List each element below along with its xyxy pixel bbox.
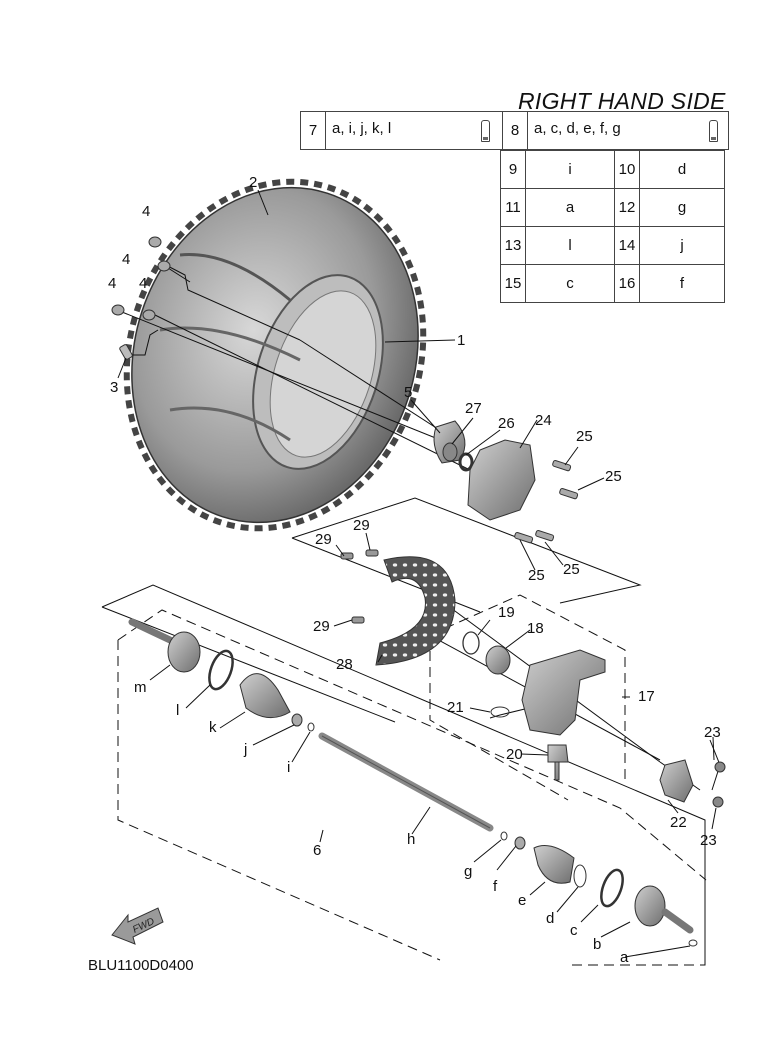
callout-21: 21 xyxy=(447,699,464,716)
callout-22: 22 xyxy=(670,814,687,831)
valve-3 xyxy=(119,344,133,360)
callout-f: f xyxy=(493,878,498,895)
callout-20: 20 xyxy=(506,746,523,763)
callout-25: 25 xyxy=(605,468,622,485)
kit-part: f xyxy=(639,264,725,303)
callout-23: 23 xyxy=(700,832,717,849)
ref-7: 7 xyxy=(300,111,326,150)
part-23b xyxy=(712,796,724,808)
callout-17: 17 xyxy=(638,688,655,705)
kit-part: i xyxy=(525,150,615,189)
kit-part: c xyxy=(525,264,615,303)
part-23a xyxy=(714,761,726,773)
part-18-bearing xyxy=(485,645,511,675)
callout-b: b xyxy=(593,936,602,953)
kit-row: 15 c 16 f xyxy=(500,264,725,303)
part-21-clip xyxy=(490,706,510,718)
part-26 xyxy=(458,452,474,472)
callout-23: 23 xyxy=(704,724,721,741)
ref-7-parts: a, i, j, k, l xyxy=(325,111,503,150)
callout-25: 25 xyxy=(563,561,580,578)
diagram-code: BLU1100D0400 xyxy=(88,957,194,974)
callout-e: e xyxy=(518,892,527,909)
callout-28: 28 xyxy=(336,656,353,673)
callout-4: 4 xyxy=(108,275,117,292)
kit-ref: 14 xyxy=(614,226,640,265)
callout-29: 29 xyxy=(353,517,370,534)
callout-a: a xyxy=(620,949,629,966)
kit-ref: 16 xyxy=(614,264,640,303)
studs-4 xyxy=(111,236,171,321)
callout-29: 29 xyxy=(315,531,332,548)
bolts-25 xyxy=(514,460,579,544)
callout-l: l xyxy=(176,702,180,719)
kit-table: 9 i 10 d 11 a 12 g 13 l 14 j 15 c 16 f xyxy=(500,150,725,303)
part-19-ring xyxy=(462,631,480,655)
callout-18: 18 xyxy=(527,620,544,637)
kit-part: g xyxy=(639,188,725,227)
kit-ref: 9 xyxy=(500,150,526,189)
lubricant-table: 7 a, i, j, k, l 8 a, c, d, e, f, g xyxy=(300,111,729,150)
callout-d: d xyxy=(546,910,555,927)
callout-5: 5 xyxy=(404,384,413,401)
callout-3: 3 xyxy=(110,379,119,396)
callout-4: 4 xyxy=(139,275,148,292)
grease-tube-icon xyxy=(709,119,718,142)
callout-g: g xyxy=(464,863,473,880)
part-22-cap xyxy=(659,759,694,803)
callout-c: c xyxy=(570,922,578,939)
diagram-title: RIGHT HAND SIDE xyxy=(518,88,726,114)
callout-4: 4 xyxy=(122,251,131,268)
callout-j: j xyxy=(244,741,248,758)
leader-lines xyxy=(117,189,717,958)
kit-ref: 15 xyxy=(500,264,526,303)
part-17-knuckle xyxy=(521,649,606,736)
callout-26: 26 xyxy=(498,415,515,432)
callout-25: 25 xyxy=(528,567,545,584)
callout-4: 4 xyxy=(142,203,151,220)
callout-24: 24 xyxy=(535,412,552,429)
callout-6: 6 xyxy=(313,842,322,859)
callout-2: 2 xyxy=(249,174,258,191)
kit-ref: 11 xyxy=(500,188,526,227)
callout-25: 25 xyxy=(576,428,593,445)
callout-h: h xyxy=(407,831,416,848)
ref-8: 8 xyxy=(502,111,528,150)
kit-part: d xyxy=(639,150,725,189)
kit-part: a xyxy=(525,188,615,227)
callout-27: 27 xyxy=(465,400,482,417)
callout-19: 19 xyxy=(498,604,515,621)
part-27 xyxy=(442,442,458,462)
callout-k: k xyxy=(209,719,217,736)
callout-m: m xyxy=(134,679,147,696)
kit-ref: 12 xyxy=(614,188,640,227)
callout-i: i xyxy=(287,759,291,776)
tire-wheel-assembly xyxy=(123,178,427,532)
part-24-hub xyxy=(467,439,536,521)
ref-8-parts: a, c, d, e, f, g xyxy=(527,111,729,150)
kit-row: 11 a 12 g xyxy=(500,188,725,227)
kit-part: l xyxy=(525,226,615,265)
callout-29: 29 xyxy=(313,618,330,635)
fwd-arrow-icon: FWD xyxy=(111,907,164,945)
part-20-balljoint xyxy=(547,744,569,781)
grease-tube-icon xyxy=(481,119,490,142)
callout-1: 1 xyxy=(457,332,466,349)
kit-row: 13 l 14 j xyxy=(500,226,725,265)
bolts-29 xyxy=(340,549,379,624)
kit-ref: 13 xyxy=(500,226,526,265)
part-28-shield xyxy=(375,556,456,666)
driveshaft-parts xyxy=(128,618,698,947)
